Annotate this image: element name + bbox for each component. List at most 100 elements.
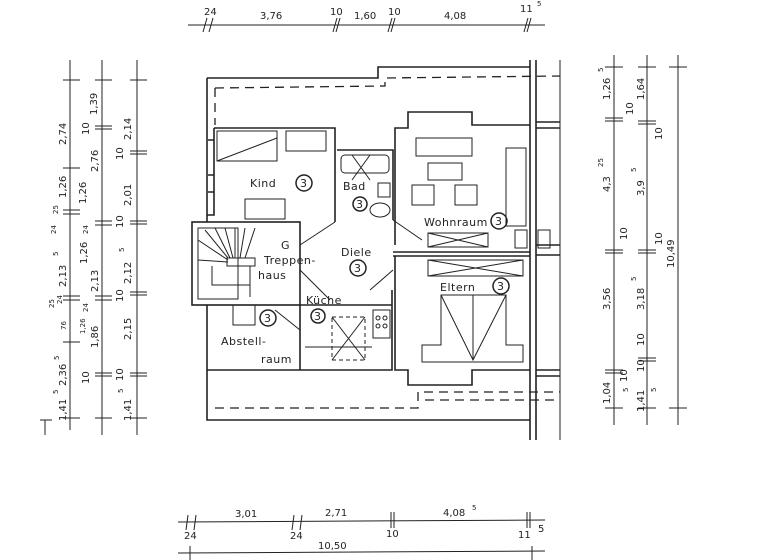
room-marker-circle [259,309,277,327]
dim-label: 10 [619,227,630,240]
dim-label: 3,76 [260,11,282,22]
top-dimension-chain: 24 3,76 10 1,60 10 4,08 11 5 [188,0,545,33]
dim-label: 24 [82,225,90,234]
dim-label: 25 [48,299,56,308]
room-labels: Kind 3 Bad 3 Wohnraum 3 Diele 3 G Treppe… [221,174,510,366]
dim-label: 24 [82,303,90,312]
room-marker: 3 [314,310,322,323]
right-dimension-chains: 1,26 5 4,3 25 10 3,56 1,04 5 10 10 1,64 … [597,55,687,425]
dim-label: 10 [636,333,647,346]
dim-label: 76 [60,321,68,330]
dim-label: 10 [386,529,399,540]
dim-label: 4,08 [443,508,465,519]
bottom-dimension-chain: 3,01 2,71 4,08 5 24 24 10 11 5 10,50 [177,504,546,560]
dim-label: 1,26 [58,176,69,198]
dim-label: 2,13 [58,265,69,287]
dim-label: 10 [654,232,665,245]
dim-label: 10 [81,371,92,384]
dim-label: 5 [630,168,638,172]
dim-label: 1,64 [636,78,647,100]
dim-label: 2,14 [123,118,134,140]
dim-label: 2,01 [123,184,134,206]
dim-label: 10,49 [666,239,677,268]
room-marker: 3 [497,280,505,293]
dim-label: 3,9 [636,180,647,196]
room-label-stair-g: G [281,239,290,252]
dim-label: 2,12 [123,262,134,284]
dim-label: 5 [622,388,630,392]
dim-label: 5 [630,277,638,281]
dim-label: 4,08 [444,11,466,22]
dim-label: 2,71 [325,508,347,519]
dim-label: 5 [538,524,544,535]
building-walls [191,60,561,440]
dim-label: 1,26 [79,242,90,264]
dim-label: 5 [597,68,605,72]
dim-label: 10 [81,122,92,135]
dim-label: 1,41 [636,390,647,412]
room-marker-circle [490,212,508,230]
dim-label: 10,50 [318,541,347,552]
room-marker-circle [310,308,326,324]
room-marker: 3 [264,312,272,325]
dim-label: 24 [290,531,303,542]
dim-label: 24 [204,7,217,18]
dim-label: 1,26 [79,318,87,334]
dim-label: 10 [625,102,636,115]
dim-label: 1,60 [354,11,376,22]
dim-label: 2,15 [123,318,134,340]
room-label-treppenhaus: Treppen- [263,254,316,267]
room-marker-circle [352,196,368,212]
dim-label: 10 [115,368,126,381]
room-label-kueche: Küche [306,294,342,307]
dim-label: 1,41 [123,399,134,421]
dim-label: 1,26 [602,78,613,100]
dim-label: 5 [650,388,658,392]
dim-label: 10 [636,359,647,372]
dim-label: 2,36 [58,364,69,386]
room-label-diele: Diele [341,246,372,259]
dim-label: 5 [472,504,476,512]
room-marker-circle [349,259,367,277]
room-marker-circle [295,174,313,192]
dim-label: 5 [117,389,125,393]
dim-label: 2,13 [90,270,101,292]
dim-label: 11 [520,4,533,15]
room-label-eltern: Eltern [440,281,475,294]
dim-label: 5 [52,252,60,256]
room-marker: 3 [354,262,362,275]
dim-label: 2,76 [90,150,101,172]
dim-label: 24 [56,295,64,304]
dim-label: 11 [518,530,531,541]
dim-label: 1,39 [89,93,100,115]
dim-label: 10 [115,147,126,160]
dim-label: 1,04 [602,382,613,404]
dim-label: 10 [388,7,401,18]
dim-label: 3,01 [235,509,257,520]
left-dimension-chains: 2,74 1,26 25 24 2,13 5 25 24 76 2,36 5 1… [40,60,147,435]
dim-label: 5 [53,356,61,360]
dim-label: 25 [52,205,60,214]
room-marker: 3 [495,215,503,228]
dim-label: 3,18 [636,288,647,310]
room-label-kind: Kind [250,177,276,190]
dim-label: 24 [50,225,58,234]
room-marker-circle [492,277,510,295]
dim-label: 5 [537,0,541,8]
dim-label: 10 [115,289,126,302]
room-marker: 3 [356,198,364,211]
dim-label: 1,41 [58,399,69,421]
room-label-bad: Bad [343,180,366,193]
dim-label: 1,26 [78,182,89,204]
dim-label: 10 [654,127,665,140]
room-label-abstellraum: Abstell- [221,335,266,348]
room-marker: 3 [300,177,308,190]
dim-label: 10 [330,7,343,18]
dim-label: 5 [118,248,126,252]
dim-label: 1,86 [90,326,101,348]
room-label-wohnraum: Wohnraum [424,216,488,229]
dim-label: 2,74 [58,123,69,145]
room-label-abstellraum: raum [261,353,292,366]
room-label-treppenhaus: haus [258,269,286,282]
dim-label: 24 [184,531,197,542]
